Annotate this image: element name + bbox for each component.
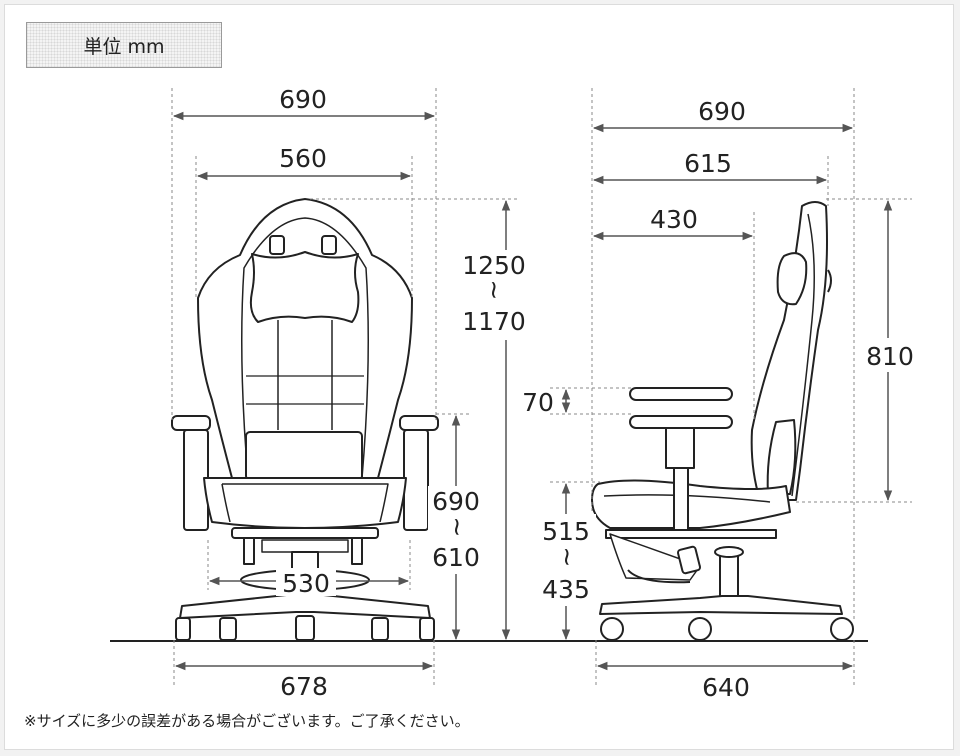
side-backrest-height-label: 810 [866,342,914,371]
front-seat-width-label: 530 [282,569,330,598]
side-base-depth-label: 640 [702,673,750,702]
front-height-sep: ~ [480,280,509,301]
front-view-chair [171,198,439,641]
side-depth-to-back-label: 615 [684,149,732,178]
front-back-width-label: 560 [279,144,327,173]
front-overall-width-label: 690 [279,85,327,114]
side-view-chair [591,201,854,641]
front-height-min-label: 1170 [462,307,526,336]
dimension-lines [171,88,912,688]
side-overall-depth-label: 690 [698,97,746,126]
front-base-width-label: 678 [280,672,328,701]
front-armrest-height-min-label: 610 [432,543,480,572]
unit-label-box: 単位 mm [26,22,222,68]
tolerance-note: ※サイズに多少の誤差がある場合がございます。ご了承ください。 [24,712,470,730]
side-seat-height-min-label: 435 [542,575,590,604]
side-armrest-adjust-label: 70 [522,388,554,417]
side-seat-height-max-label: 515 [542,517,590,546]
front-height-max-label: 1250 [462,251,526,280]
front-armrest-height-sep: ~ [443,517,472,538]
side-seat-height-sep: ~ [553,547,582,568]
dimension-labels: 690 560 1250 ~ 1170 690 ~ 610 530 678 69… [272,84,920,702]
front-armrest-height-max-label: 690 [432,487,480,516]
side-seat-depth-label: 430 [650,205,698,234]
unit-label: 単位 mm [83,35,165,58]
